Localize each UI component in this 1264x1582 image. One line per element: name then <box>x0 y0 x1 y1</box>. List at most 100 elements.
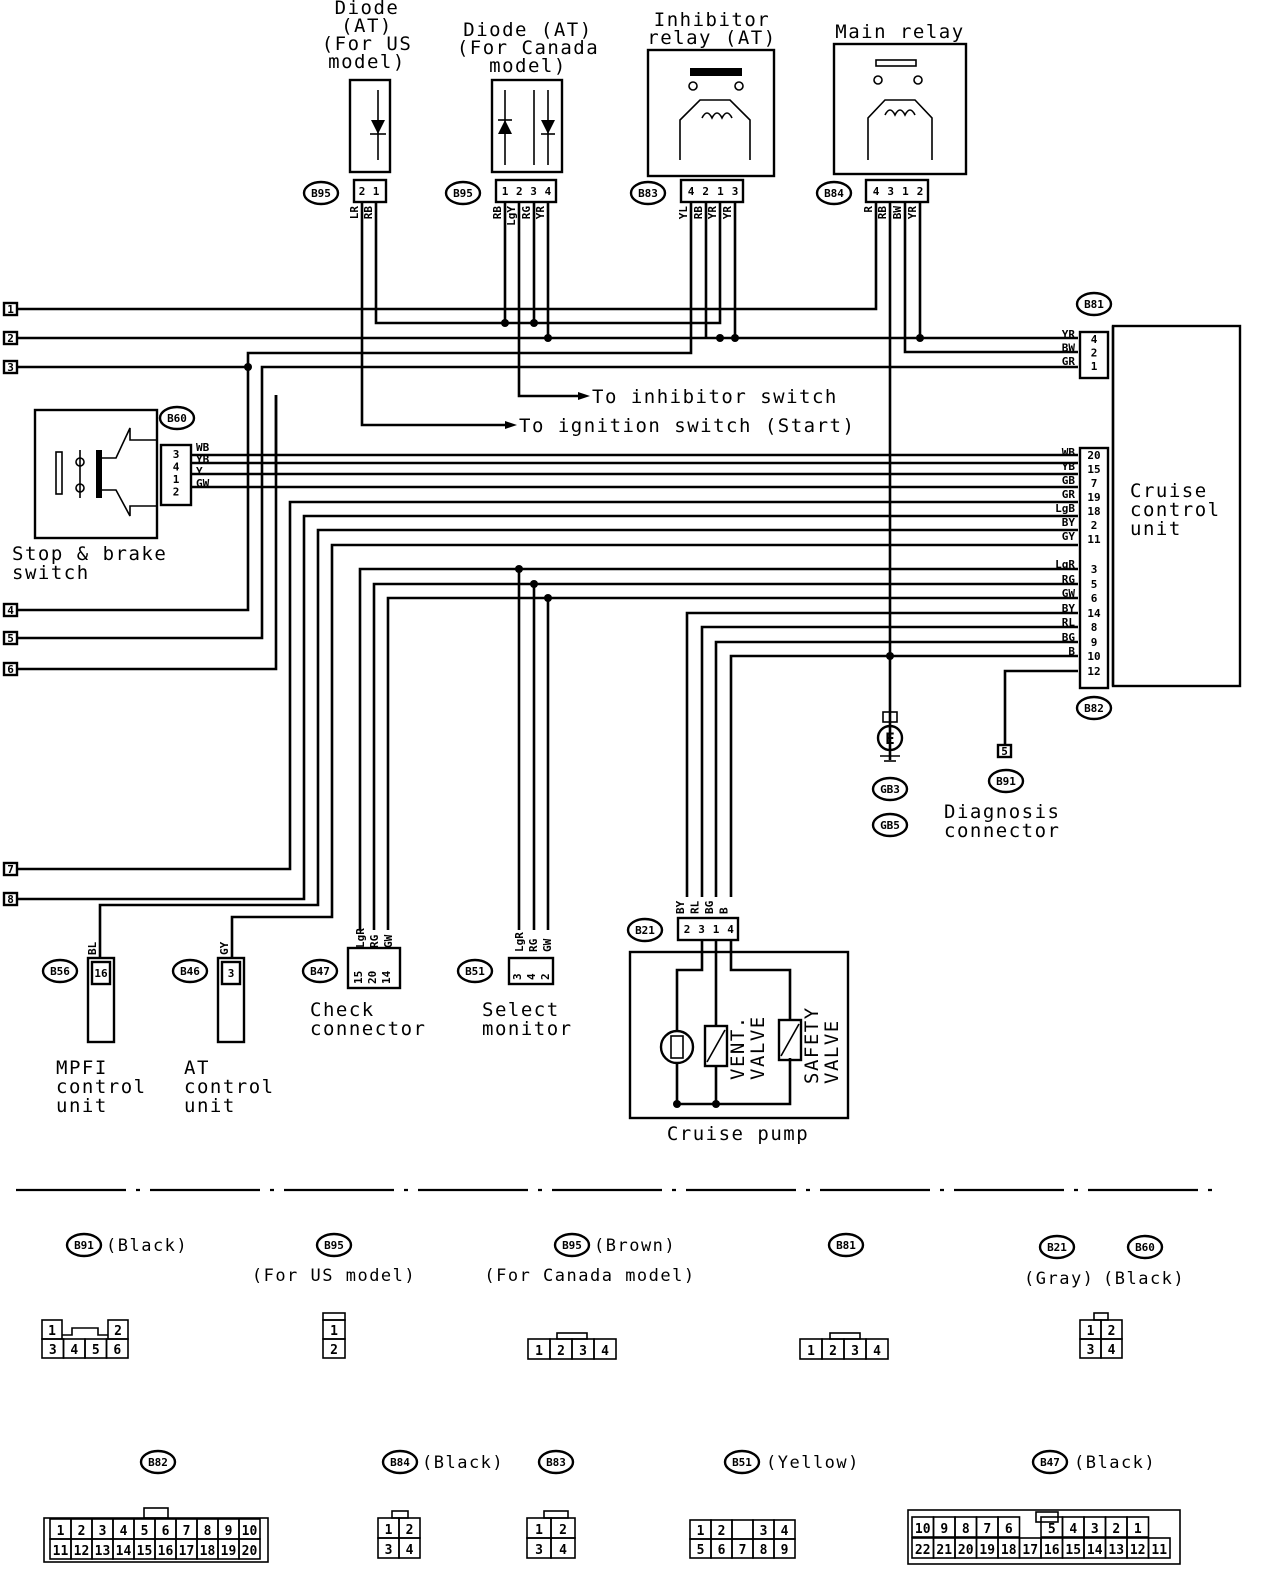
b51-tag-oval <box>456 958 494 984</box>
vent-valve-coil <box>703 1024 729 1068</box>
relay-contact-bar <box>690 68 742 76</box>
legend-b83-tag-oval <box>537 1449 575 1475</box>
legend-b47-housing <box>907 1509 1181 1565</box>
at-title-line: control <box>184 1076 275 1098</box>
b82-tag-label: B82 <box>1084 702 1104 715</box>
pump-motor-brush <box>670 1035 684 1059</box>
legend-b95ca-pin: 4 <box>601 1344 609 1359</box>
wire-code: BY <box>1062 516 1076 529</box>
junction-dot <box>515 565 523 573</box>
pin: 15 <box>1087 463 1100 476</box>
pin: 8 <box>1091 621 1098 634</box>
legend-b47-bottom-pin: 13 <box>1108 1543 1124 1558</box>
note-to-ignition: To ignition switch (Start) <box>519 415 855 437</box>
wire-code: GW <box>196 477 210 490</box>
b83-tag-label: B83 <box>638 187 658 200</box>
select-monitor-box <box>507 956 555 986</box>
legend-b51-bottom-pin: 9 <box>781 1543 789 1558</box>
edge-terminal-7 <box>2 861 19 877</box>
b91-pin-box <box>996 743 1013 759</box>
legend-b81-tag-oval <box>827 1232 865 1258</box>
pump-motor-lead <box>675 940 704 1030</box>
pin: 10 <box>1087 650 1100 663</box>
legend-b82-top-pin: 7 <box>183 1524 191 1539</box>
b56-tag-label: B56 <box>50 965 70 978</box>
legend-b95ca-cell <box>593 1338 617 1360</box>
legend-b83-top-pin: 1 <box>535 1523 543 1538</box>
legend-b91-pin: 1 <box>48 1324 56 1339</box>
legend-b21-top-pin: 2 <box>1108 1324 1116 1339</box>
diode-ca-symbol-2 <box>541 120 555 134</box>
legend-b47-top-pin: 2 <box>1112 1522 1120 1537</box>
pin: 2 <box>1091 519 1098 532</box>
switch-lead <box>102 489 157 517</box>
wire-b81-gr <box>260 365 1078 380</box>
b83-tag-oval <box>629 180 667 206</box>
relay-coil <box>701 112 733 120</box>
select-title-line: Select <box>482 999 560 1021</box>
legend-b95ca-tag-label: B95 <box>562 1239 582 1252</box>
wire-code: YR <box>906 206 919 220</box>
wire-code: BW <box>1062 342 1076 355</box>
legend-b51-top-pin: 1 <box>697 1524 705 1539</box>
wire-code: BY <box>1062 602 1076 615</box>
legend-b95us-cell <box>322 1338 346 1359</box>
wire-code: RG <box>520 206 533 220</box>
edge-terminal-label: 8 <box>7 893 14 906</box>
wire-gw-low <box>386 596 1078 930</box>
wire-code: GR <box>1062 355 1076 368</box>
legend-b82-tag-oval <box>139 1449 177 1475</box>
legend-b60-tag-oval <box>1126 1234 1164 1260</box>
wire-pump-rl <box>700 625 1078 897</box>
legend-b84-color: (Black) <box>422 1453 504 1473</box>
legend-b81-pin: 1 <box>807 1344 815 1359</box>
b91-tag-label: B91 <box>996 775 1016 788</box>
relay-coil <box>884 109 916 117</box>
diode-us-title-line: (For US <box>322 33 413 55</box>
legend-b95us-note: (For US model) <box>252 1266 416 1286</box>
b56-pin-box <box>90 960 112 986</box>
pin: 4 <box>873 185 880 198</box>
legend-b83-tag-label: B83 <box>546 1456 566 1469</box>
pin: 1 <box>173 473 180 486</box>
pin: 14 <box>1087 607 1101 620</box>
gb3-tag-label: GB3 <box>880 783 900 796</box>
legend-b84-pin: 4 <box>406 1543 414 1558</box>
diode-ca-symbol-1 <box>498 120 512 134</box>
wire-mpfi-bl <box>98 528 1078 930</box>
inhibitor-connector <box>679 178 745 204</box>
b51-tag-label: B51 <box>465 965 485 978</box>
arrow-head <box>578 392 590 400</box>
vent-valve-label-line: VENT. <box>727 1015 749 1080</box>
wire-code: R <box>862 206 875 213</box>
legend-b91-bottom-cell <box>105 1338 129 1359</box>
b47-tag-label: B47 <box>310 965 330 978</box>
arrow-head <box>505 421 517 429</box>
pin: 3 <box>173 448 180 461</box>
relay-contact <box>873 75 883 85</box>
pin: 5 <box>1091 578 1098 591</box>
legend-b47-top-pin: 4 <box>1069 1522 1077 1537</box>
legend-b82-bottom-pin: 16 <box>158 1544 174 1559</box>
pin: 1 <box>502 185 509 198</box>
b95-ca-tag-oval <box>444 180 482 206</box>
legend-b81-tag-label: B81 <box>836 1239 856 1252</box>
legend-b51-bottom-pin: 8 <box>760 1543 768 1558</box>
mpfi-title-line: control <box>56 1076 147 1098</box>
legend-b91-bottom-pin: 5 <box>92 1343 100 1358</box>
diode-ca-connector <box>494 178 558 204</box>
b91-tag-oval <box>987 768 1025 794</box>
legend-b47-bottom-pin: 12 <box>1130 1543 1146 1558</box>
legend-b47-tag-oval <box>1031 1449 1069 1475</box>
junction-dot <box>731 334 739 342</box>
legend-b47-bottom-cell <box>1147 1537 1171 1559</box>
legend-b47-top-pin: 3 <box>1091 1522 1099 1537</box>
legend-b51-top-pin: 3 <box>760 1524 768 1539</box>
pin: 7 <box>1091 477 1098 490</box>
legend-b51-tag-oval <box>723 1449 761 1475</box>
pin: 5 <box>1001 745 1008 758</box>
diode-ca-title-line: (For Canada <box>457 37 599 59</box>
b60-tag-label: B60 <box>167 412 187 425</box>
